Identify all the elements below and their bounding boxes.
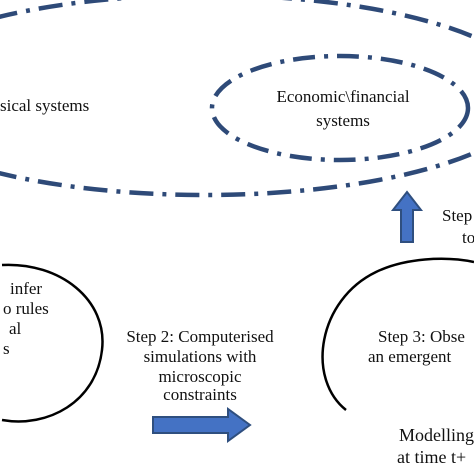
right-block-arrow-icon xyxy=(152,407,252,443)
step1-line1: infer xyxy=(10,279,43,298)
modelling-label: Modelling at time t+ xyxy=(397,424,474,468)
economic-systems-boundary xyxy=(209,53,471,163)
step4-line2: to xyxy=(462,228,474,247)
step1-line4: s xyxy=(3,339,10,358)
physical-systems-label: sical systems xyxy=(0,96,90,115)
step2-line4: constraints xyxy=(163,385,237,404)
economic-systems-label: Economic\financial systems xyxy=(258,86,428,131)
step1-line2: o rules xyxy=(3,299,49,318)
step1-cycle-loop xyxy=(1,263,104,423)
modelling-line2: at time t+ xyxy=(397,447,467,467)
step1-label: infer o rules al s xyxy=(0,279,49,359)
step2-line1: Step 2: Computerised xyxy=(126,327,274,346)
step4-line1: Step xyxy=(442,206,473,225)
step4-label: Step to xyxy=(442,205,474,249)
economic-systems-line2: systems xyxy=(316,111,370,130)
step3-line2: an emergent xyxy=(368,347,452,366)
economic-systems-line1: Economic\financial xyxy=(276,87,410,106)
up-block-arrow-icon xyxy=(390,190,424,243)
step3-line1: Step 3: Obse xyxy=(378,327,465,346)
step2-label: Step 2: Computerised simulations with mi… xyxy=(112,327,288,405)
modelling-line1: Modelling xyxy=(399,425,474,445)
step2-line2: simulations with xyxy=(143,347,257,366)
step2-line3: microscopic xyxy=(158,367,242,386)
step1-line3: al xyxy=(9,319,22,338)
step3-label: Step 3: Obse an emergent xyxy=(350,327,465,367)
step3-cycle-loop xyxy=(321,257,474,411)
